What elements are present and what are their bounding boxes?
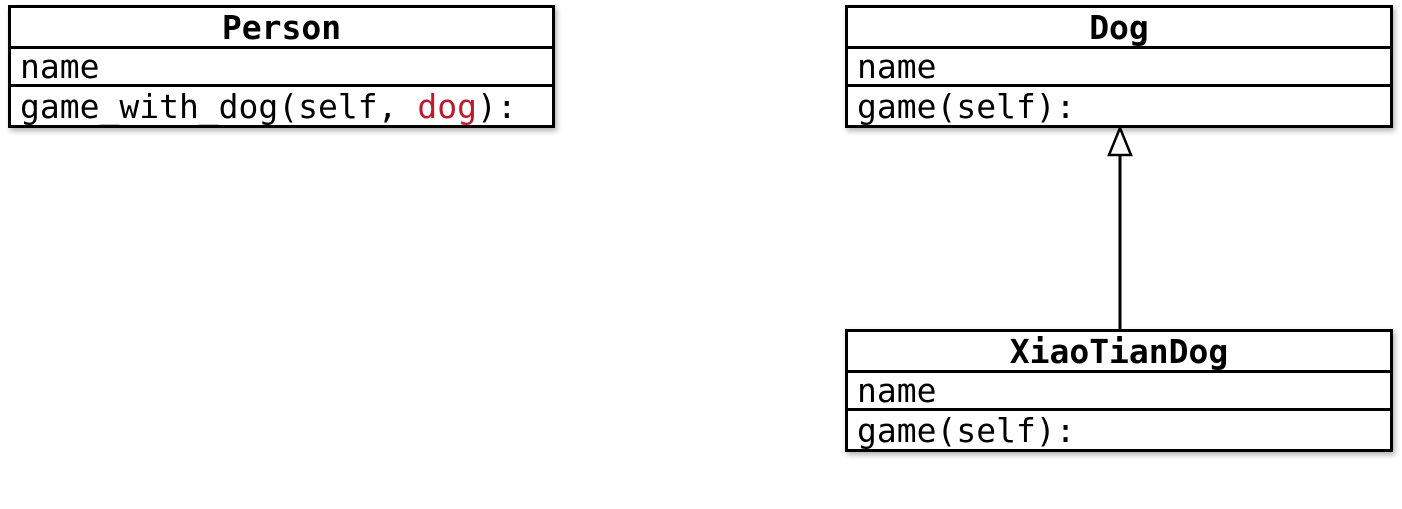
class-title-label: XiaoTianDog <box>1009 332 1229 371</box>
attribute-label: name <box>20 49 100 86</box>
class-title-person: Person <box>11 8 552 49</box>
attribute-row-xiaotiandog-name: name <box>848 373 1390 411</box>
inheritance-arrow <box>1107 124 1133 330</box>
attribute-row-dog-name: name <box>848 49 1390 87</box>
hollow-triangle-arrowhead <box>1107 124 1133 157</box>
method-row-dog-game: game(self): <box>848 87 1390 125</box>
class-title-dog: Dog <box>848 8 1390 49</box>
method-row-person-game-with-dog: game_with_dog(self, dog): <box>11 87 552 125</box>
class-title-label: Person <box>221 8 342 47</box>
attribute-row-person-name: name <box>11 49 552 87</box>
class-title-xiaotiandog: XiaoTianDog <box>848 332 1390 373</box>
method-text-prefix: game_with_dog(self, <box>20 87 418 125</box>
class-box-person: Person name game_with_dog(self, dog): <box>8 5 555 128</box>
method-param-dog: dog <box>417 87 477 125</box>
attribute-label: name <box>857 373 937 410</box>
method-text: game(self): <box>857 411 1076 449</box>
attribute-label: name <box>857 49 937 86</box>
method-row-xiaotiandog-game: game(self): <box>848 411 1390 449</box>
class-box-dog: Dog name game(self): <box>845 5 1393 128</box>
class-box-xiaotiandog: XiaoTianDog name game(self): <box>845 329 1393 452</box>
method-text: game(self): <box>857 87 1076 125</box>
method-text-suffix: ): <box>476 87 517 125</box>
class-title-label: Dog <box>1089 8 1149 47</box>
